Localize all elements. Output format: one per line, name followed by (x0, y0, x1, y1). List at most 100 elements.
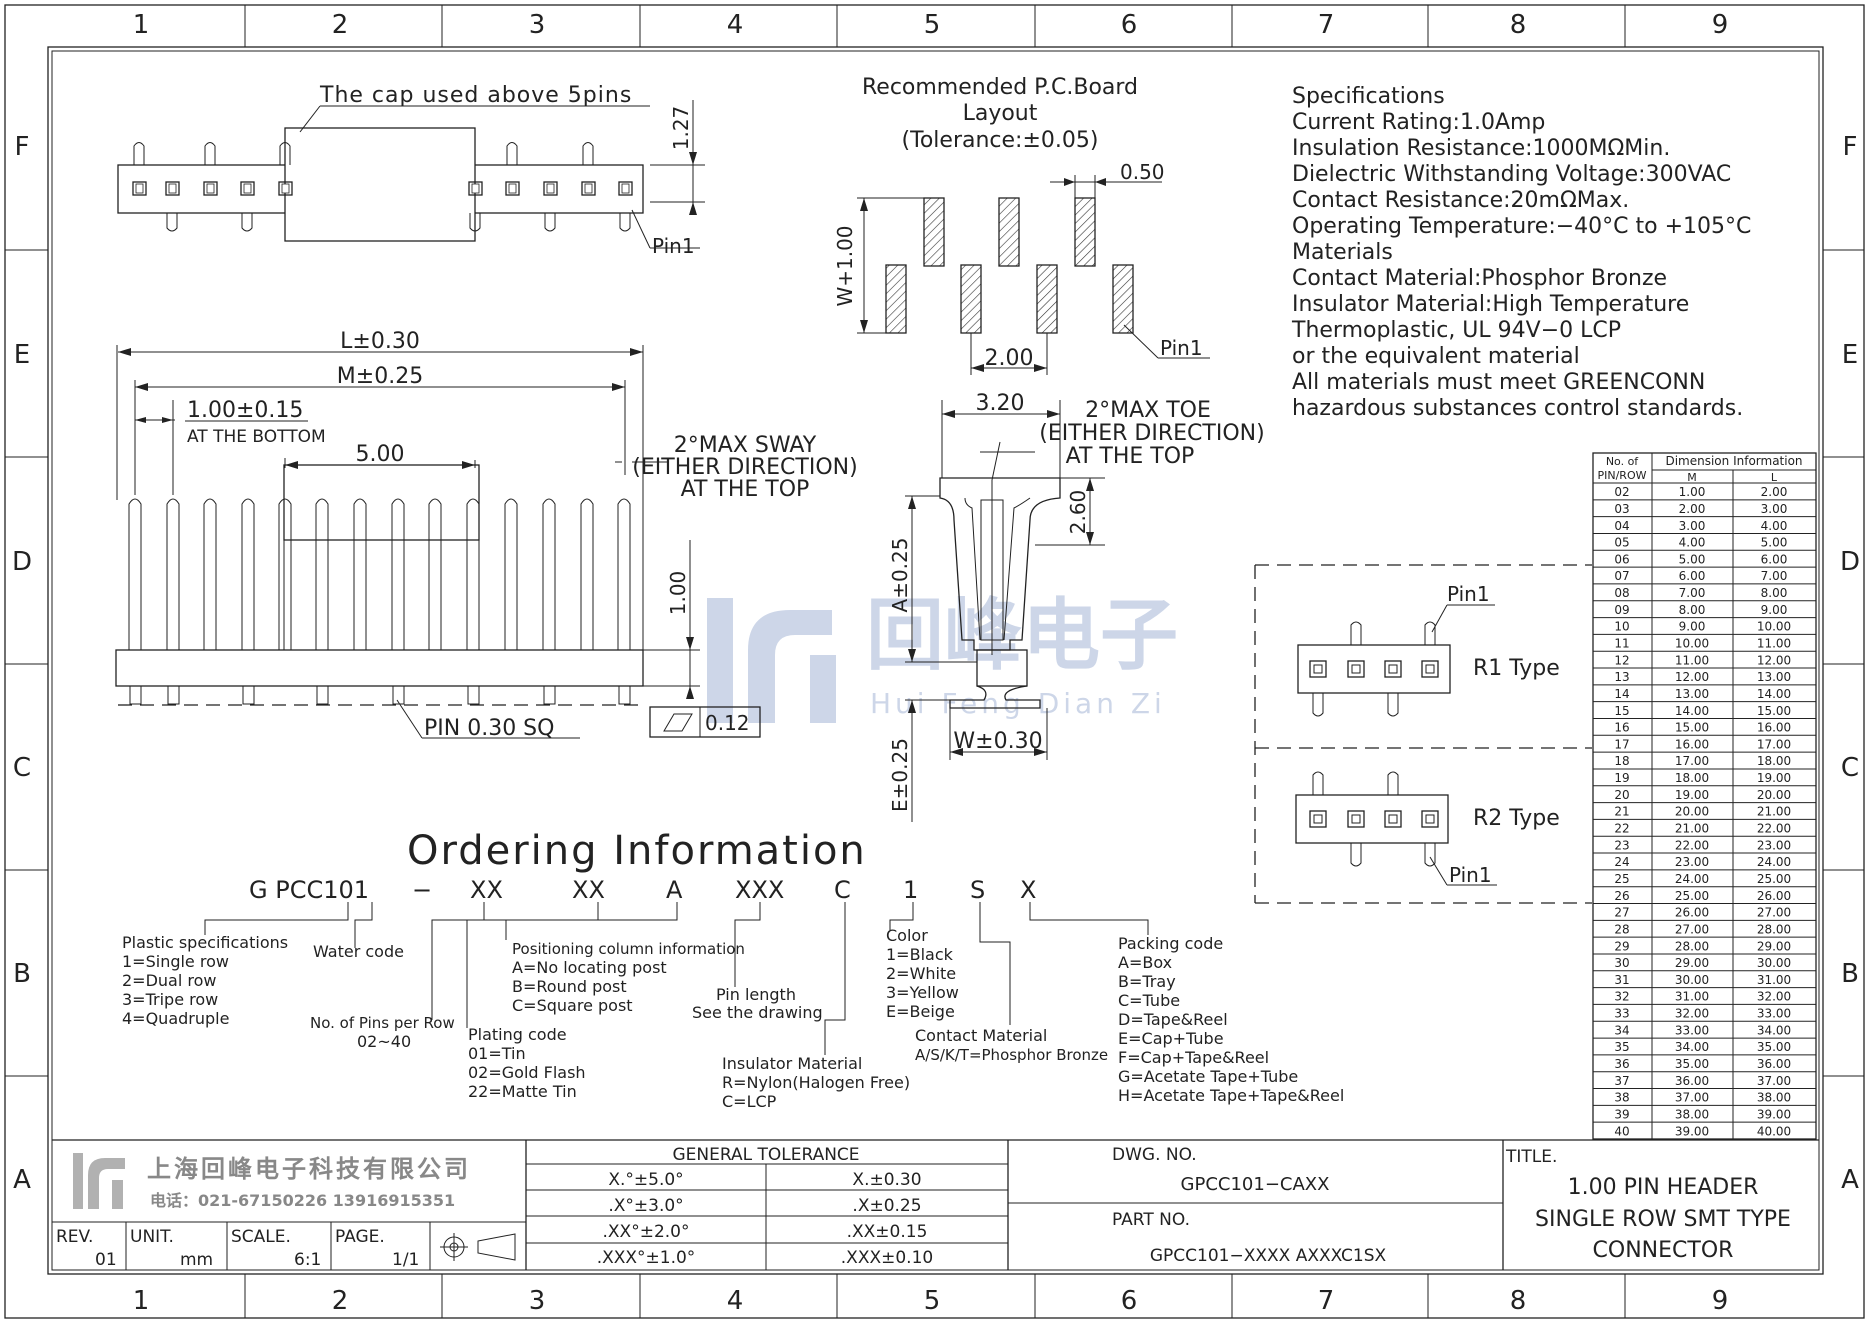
table-cell: 13.00 (1675, 687, 1709, 701)
table-cell: 07 (1614, 569, 1629, 583)
type-pin-square (1421, 810, 1439, 828)
table-cell: 18.00 (1675, 771, 1709, 785)
table-cell: 24.00 (1757, 855, 1791, 869)
table-cell: 8.00 (1761, 586, 1788, 600)
plastic-spec: 4=Quadruple (122, 1009, 229, 1028)
toe-line-3: AT THE TOP (1066, 444, 1195, 469)
table-cell: 39.00 (1757, 1107, 1791, 1121)
row-labels-right: F E D C B A (1840, 132, 1860, 1195)
side-pin-foot (392, 685, 405, 705)
code-part: 1 (903, 876, 918, 904)
pins-per-row: 02~40 (357, 1032, 411, 1051)
table-cell: 21.00 (1675, 822, 1709, 836)
spec-line: Dielectric Withstanding Voltage:300VAC (1292, 162, 1731, 187)
top-pin-lead (469, 213, 481, 232)
table-cell: 36 (1614, 1057, 1629, 1071)
col-label: 3 (529, 1286, 546, 1316)
plastic-spec: Plastic specifications (122, 933, 288, 952)
top-pin-square (240, 181, 255, 196)
ordering-information: Ordering Information G PCC101 − XX XX A … (122, 828, 1344, 1111)
positioning-info: B=Round post (512, 977, 627, 996)
part-label: PART NO. (1112, 1210, 1190, 1230)
tolerance-angle: X.°±5.0° (608, 1170, 683, 1190)
column-labels-bottom: 1 2 3 4 5 6 7 8 9 (133, 1286, 1729, 1316)
table-cell: 20.00 (1675, 805, 1709, 819)
top-pin-inner (135, 183, 144, 194)
dimension-table: No. of PIN/ROW Dimension Information M L… (1592, 452, 1817, 1140)
color-code: Color (886, 926, 928, 945)
dwg-label: DWG. NO. (1112, 1145, 1197, 1165)
side-pin (353, 498, 367, 650)
table-cell: 26.00 (1757, 889, 1791, 903)
insulator-material: C=LCP (722, 1092, 777, 1111)
page-value: 1/1 (392, 1250, 419, 1270)
table-header-l: L (1771, 471, 1778, 484)
pcb-layout: Recommended P.C.Board Layout (Tolerance:… (833, 75, 1210, 375)
side-pin (391, 498, 405, 650)
unit-label: UNIT. (130, 1227, 174, 1247)
side-pin (542, 498, 556, 650)
table-cell: 21.00 (1757, 805, 1791, 819)
table-cell: 22.00 (1675, 838, 1709, 852)
table-cell: 38 (1614, 1091, 1629, 1105)
table-cell: 25 (1614, 872, 1629, 886)
tolerance-linear: .XXX±0.10 (841, 1248, 933, 1268)
side-pin (315, 498, 329, 650)
sheet-frame (4, 4, 1865, 1319)
code-part: S (970, 876, 985, 904)
table-cell: 34.00 (1757, 1023, 1791, 1037)
pcb-title-2: Layout (963, 101, 1038, 126)
col-label: 7 (1318, 1286, 1335, 1316)
top-pin-lead (544, 213, 556, 232)
table-cell: 29.00 (1675, 956, 1709, 970)
table-cell: 32 (1614, 990, 1629, 1004)
type-pin-inner (1313, 664, 1323, 674)
top-pin-inner (508, 183, 517, 194)
table-header-dim: Dimension Information (1665, 454, 1802, 468)
type-pin-inner (1351, 814, 1361, 824)
side-pin (166, 498, 180, 650)
side-view: L±0.30 M±0.25 1.00±0.15 AT THE BOTTOM 5.… (115, 329, 858, 741)
table-cell: 13.00 (1757, 670, 1791, 684)
type-pin-lead (1424, 843, 1436, 867)
row-label: E (1842, 340, 1858, 370)
row-label: C (1841, 753, 1859, 783)
type-pin-square (1384, 810, 1402, 828)
spec-line: Thermoplastic, UL 94V−0 LCP (1291, 318, 1621, 343)
col-label: 9 (1712, 1286, 1729, 1316)
type-pin-square (1309, 810, 1327, 828)
top-pin-square (505, 181, 520, 196)
table-cell: 06 (1614, 552, 1629, 566)
sway-line-3: AT THE TOP (681, 477, 810, 502)
top-pin-lead (582, 142, 594, 165)
top-pin-inner (584, 183, 593, 194)
col-label: 4 (727, 1286, 744, 1316)
positioning-info: A=No locating post (512, 958, 667, 977)
code-part: G PCC101 (249, 876, 369, 904)
table-cell: 33.00 (1757, 1007, 1791, 1021)
table-cell: 22 (1614, 822, 1629, 836)
table-cell: 10.00 (1757, 620, 1791, 634)
table-cell: 24.00 (1675, 872, 1709, 886)
color-code: 2=White (886, 964, 956, 983)
water-code: Water code (313, 942, 404, 961)
spec-line: Insulator Material:High Temperature (1292, 292, 1689, 317)
r1-pin1-label: Pin1 (1447, 582, 1490, 606)
spec-line: Insulation Resistance:1000MΩMin. (1292, 136, 1670, 161)
table-cell: 17.00 (1757, 737, 1791, 751)
company-logo-icon (73, 1153, 125, 1209)
type-pin-lead (1387, 771, 1399, 795)
table-cell: 15.00 (1757, 704, 1791, 718)
table-cell: 23.00 (1675, 855, 1709, 869)
company-name: 上海回峰电子科技有限公司 (147, 1155, 471, 1183)
page-label: PAGE. (335, 1227, 385, 1247)
table-cell: 35.00 (1757, 1040, 1791, 1054)
packing-code: B=Tray (1118, 972, 1176, 991)
title-label: TITLE. (1505, 1147, 1557, 1167)
table-cell: 18.00 (1757, 754, 1791, 768)
tolerance-angle: .XXX°±1.0° (597, 1248, 696, 1268)
type-pin-inner (1351, 664, 1361, 674)
type-pin-lead (1312, 771, 1324, 795)
table-cell: 11.00 (1675, 653, 1709, 667)
table-cell: 38.00 (1675, 1107, 1709, 1121)
